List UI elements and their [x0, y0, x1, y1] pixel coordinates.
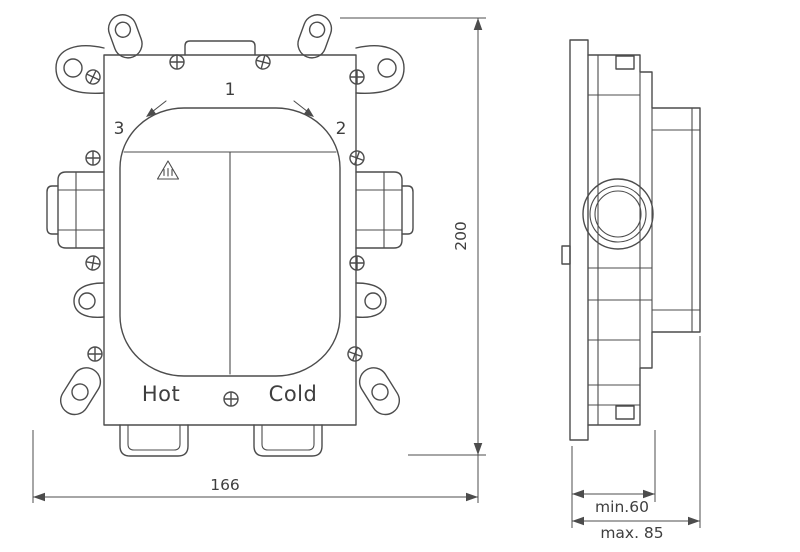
callout-3: 3	[114, 119, 125, 139]
callout-2: 2	[336, 119, 347, 139]
mounting-plate	[103, 54, 357, 426]
screw-icon	[349, 255, 365, 271]
mounting-hole	[377, 58, 397, 78]
mounting-hole	[63, 58, 83, 78]
body-outline	[587, 54, 701, 426]
side-connector-left	[46, 171, 105, 249]
ear-top-left	[55, 45, 105, 94]
callout-arrows	[146, 100, 314, 117]
screw-icon	[85, 150, 101, 166]
depth-min-dimension-label: min.60	[595, 498, 649, 516]
wall-plate	[569, 39, 589, 441]
screw-icon	[223, 391, 239, 407]
screw-icon	[349, 69, 365, 85]
screw-icon	[82, 66, 104, 88]
screw-icon	[347, 148, 367, 168]
side-connector-right	[355, 171, 414, 249]
screw-icon	[87, 346, 103, 362]
depth-max-dimension-label: max. 85	[600, 524, 663, 542]
arrow-left-icon	[146, 107, 157, 117]
arrow-right-icon	[303, 107, 314, 117]
inlet-port-inner	[594, 190, 642, 238]
pipe-stub-right	[253, 424, 323, 457]
bolt-bottom	[615, 405, 635, 420]
top-tab	[184, 40, 256, 56]
warning-triangle-icon	[156, 160, 180, 180]
ear-mid-left	[73, 282, 105, 319]
pipe-stub-left	[119, 424, 189, 457]
mounting-hole	[364, 292, 382, 310]
body-detail-lines	[587, 54, 701, 426]
depth-dimensions: min.60 max. 85	[571, 336, 701, 542]
ear-mid-right	[355, 282, 387, 319]
height-dimension: 200	[340, 17, 486, 503]
valve-recess-divider	[123, 151, 337, 375]
mounting-hole	[78, 292, 96, 310]
screw-icon	[253, 52, 273, 72]
bolt-top	[615, 55, 635, 70]
side-view	[561, 39, 701, 441]
valve-recess	[119, 107, 341, 377]
mounting-tab-bottom-left	[60, 367, 102, 416]
front-view-labels: 1 3 2 Hot Cold	[114, 80, 347, 406]
screw-icon	[169, 54, 185, 70]
inlet-port-mid	[589, 185, 647, 243]
dimension-annotations: 166 200 min.60 max. 85	[32, 17, 701, 542]
width-dimension-label: 166	[210, 476, 240, 494]
screw-icon	[345, 344, 365, 364]
retainer-clip	[561, 245, 571, 265]
front-view	[46, 14, 414, 457]
height-dimension-label: 200	[452, 221, 470, 251]
screw-icon	[84, 254, 102, 272]
mounting-tab-top-right	[297, 14, 333, 59]
inlet-port-outer	[582, 178, 654, 250]
mounting-tab-bottom-right	[358, 367, 400, 416]
callout-1: 1	[225, 80, 236, 100]
cold-label: Cold	[269, 382, 318, 406]
mounting-tab-top-left	[107, 14, 143, 59]
width-dimension: 166	[32, 430, 478, 503]
ear-top-right	[355, 45, 405, 94]
hot-label: Hot	[142, 382, 180, 406]
